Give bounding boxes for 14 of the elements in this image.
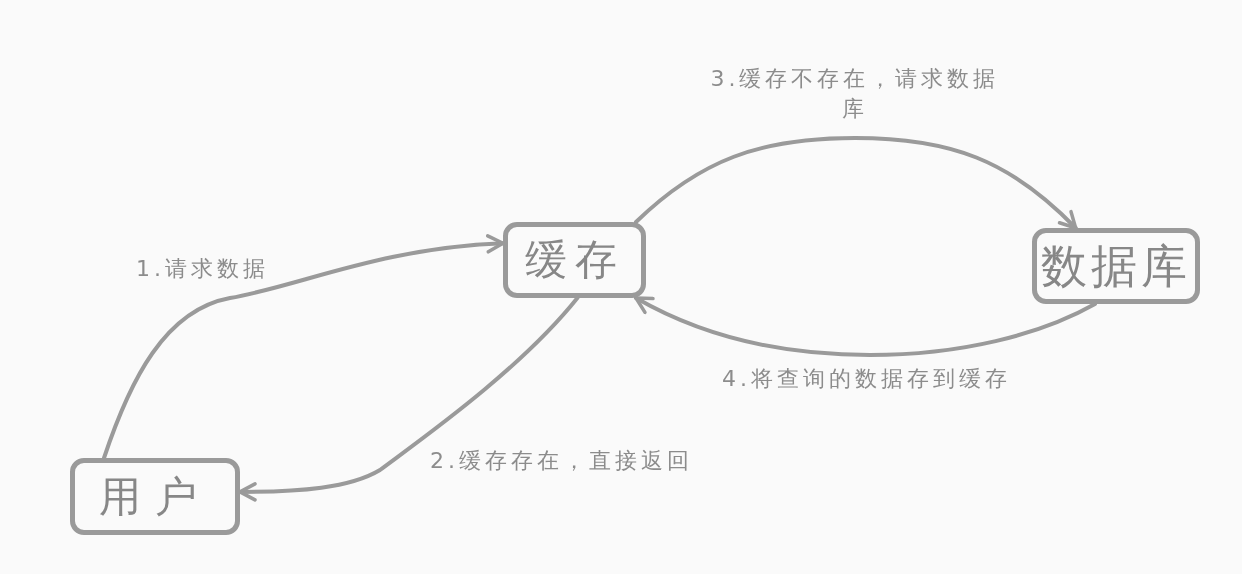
node-label: 缓存 (524, 239, 625, 281)
edge-label: 4.将查询的数据存到缓存 (722, 365, 1011, 393)
rounded-box (1032, 228, 1200, 304)
arrow (238, 296, 580, 502)
edge-label: 2.缓存存在，直接返回 (430, 447, 693, 475)
edge-label: 3.缓存不存在，请求数据库 (709, 65, 1001, 123)
rounded-box (70, 458, 240, 535)
node-label: 用户 (99, 475, 211, 518)
edge-label: 1.请求数据 (136, 255, 269, 283)
arrow (634, 296, 1097, 357)
arrow (102, 234, 505, 460)
rounded-box (503, 222, 646, 298)
arrow (634, 136, 1078, 230)
node-label: 数据库 (1041, 243, 1191, 289)
